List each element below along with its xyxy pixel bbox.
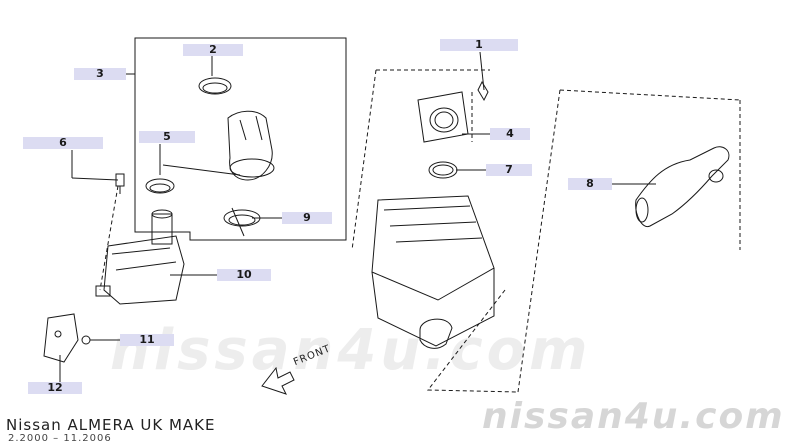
- part-1-sensor: [477, 80, 489, 102]
- part-12-bracket: [43, 313, 79, 363]
- leader-6c: [99, 185, 119, 291]
- part-11-bolt: [81, 335, 91, 345]
- callout-1[interactable]: 1: [440, 39, 518, 51]
- part-5-clamp: [145, 178, 175, 194]
- model-title: Nissan ALMERA UK MAKE: [6, 416, 216, 434]
- watermark-bottom-text: nissan4u.com: [482, 396, 785, 437]
- part-9-clamp: [223, 209, 261, 227]
- callout-12[interactable]: 12: [28, 382, 82, 394]
- watermark-text: nissan4u.com: [110, 318, 592, 383]
- part-3-duct: [227, 110, 275, 181]
- callout-4[interactable]: 4: [490, 128, 530, 140]
- group-3-bracket: [125, 37, 347, 241]
- part-10-resonator: [95, 209, 185, 305]
- callout-7[interactable]: 7: [486, 164, 532, 176]
- part-8-pipe: [635, 146, 730, 228]
- air-cleaner-box: [371, 195, 495, 349]
- part-7-ring: [428, 161, 458, 179]
- leader-6b: [71, 177, 119, 181]
- model-dates: 2.2000 – 11.2006: [8, 433, 112, 444]
- callout-8[interactable]: 8: [568, 178, 612, 190]
- front-arrow: [261, 366, 295, 395]
- callout-10[interactable]: 10: [217, 269, 271, 281]
- part-8-bracket: [517, 89, 741, 393]
- callout-2[interactable]: 2: [183, 44, 243, 56]
- callout-5[interactable]: 5: [139, 131, 195, 143]
- callout-11[interactable]: 11: [120, 334, 174, 346]
- leader-9b: [231, 207, 245, 237]
- callout-6[interactable]: 6: [23, 137, 103, 149]
- callout-9[interactable]: 9: [282, 212, 332, 224]
- leader-5b: [162, 164, 241, 176]
- callout-3[interactable]: 3: [74, 68, 126, 80]
- part-2-clamp: [198, 77, 232, 95]
- part-4-housing: [417, 91, 469, 143]
- part-6-bolt: [115, 173, 125, 194]
